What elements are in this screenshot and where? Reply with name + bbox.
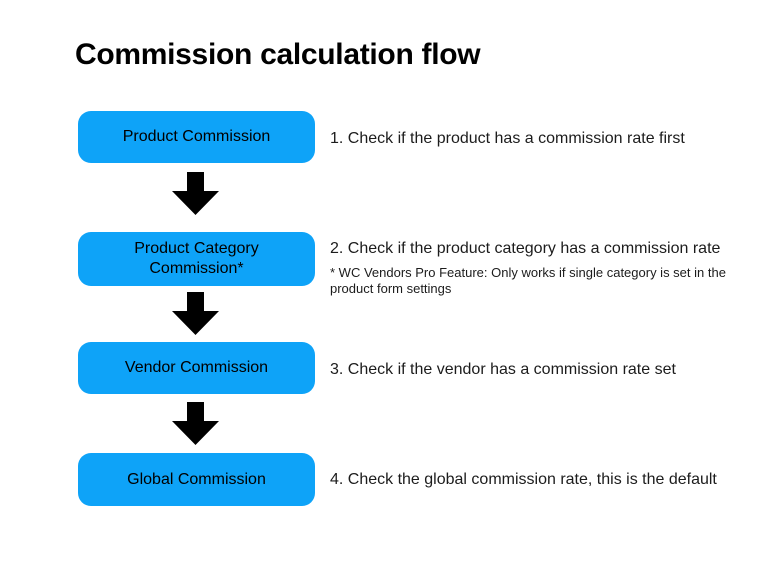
step-2-description: 2. Check if the product category has a c… (330, 240, 721, 257)
step-4-description: 4. Check the global commission rate, thi… (330, 471, 717, 488)
page-title: Commission calculation flow (75, 38, 481, 71)
step-3-description: 3. Check if the vendor has a commission … (330, 361, 676, 378)
flow-node-product-category-commission: Product Category Commission* (78, 232, 315, 286)
flow-node-global-commission: Global Commission (78, 453, 315, 506)
flow-node-label: Product Commission (122, 128, 271, 145)
arrow-down-icon (172, 402, 219, 445)
step-2-note: * WC Vendors Pro Feature: Only works if … (330, 265, 726, 296)
flow-node-label: Product Category Commission* (134, 240, 259, 277)
arrow-down-icon (172, 172, 219, 215)
flow-node-label: Global Commission (127, 470, 266, 488)
arrow-down-icon (172, 292, 219, 335)
flow-node-product-commission: Product Commission (78, 111, 315, 163)
step-1-description: 1. Check if the product has a commission… (330, 130, 685, 147)
flow-node-label: Vendor Commission (124, 359, 269, 376)
flow-node-vendor-commission: Vendor Commission (78, 342, 315, 394)
